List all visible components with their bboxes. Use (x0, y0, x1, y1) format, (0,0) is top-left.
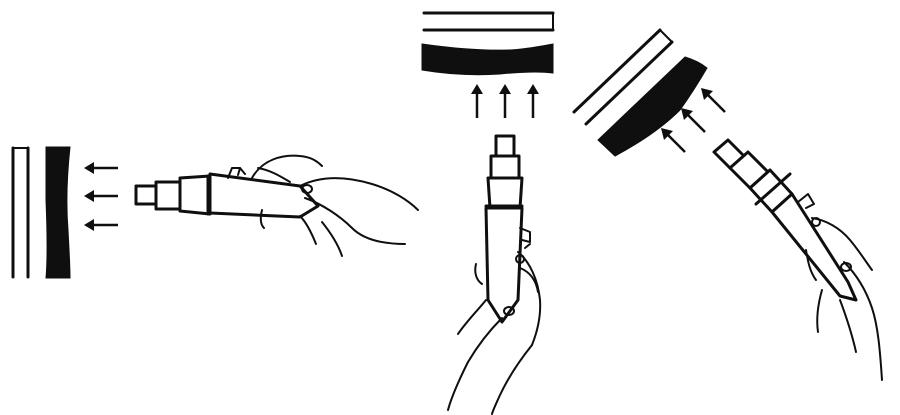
center-spray-gun (486, 136, 530, 322)
left-spray-arrows (84, 162, 118, 231)
left-spray-gun (136, 168, 318, 217)
right-arrow-3 (701, 88, 725, 112)
left-arrow-2 (84, 190, 118, 202)
right-arrow-1 (661, 128, 685, 152)
left-coating-layer (46, 147, 70, 278)
right-panel (574, 30, 882, 380)
left-panel (13, 147, 418, 278)
right-arrow-2 (681, 108, 705, 132)
center-wall-board (424, 13, 553, 30)
left-wall-board (13, 148, 28, 277)
center-panel (422, 13, 553, 414)
center-arrow-1 (471, 84, 483, 118)
center-coating-layer (422, 44, 553, 75)
center-arrow-2 (499, 84, 511, 118)
left-arrow-1 (84, 162, 118, 174)
right-spray-gun (714, 140, 856, 300)
center-spray-arrows (471, 84, 539, 118)
left-arrow-3 (84, 219, 118, 231)
center-arrow-3 (527, 84, 539, 118)
